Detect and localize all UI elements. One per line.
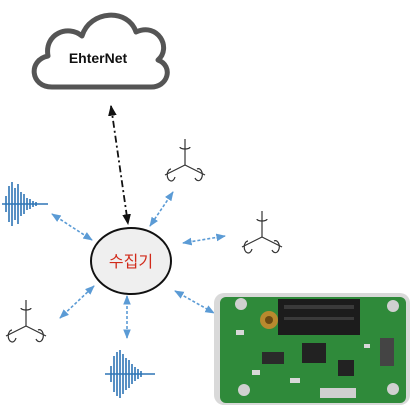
hub-label: 수집기: [109, 252, 153, 271]
uplink-arrow: [108, 104, 131, 226]
link-sensor-right: [182, 233, 226, 246]
link-board: [174, 290, 215, 314]
ethernet-cloud: EhterNet: [31, 12, 170, 90]
triaxial-axis-icon: [5, 300, 47, 343]
cloud-shape: [31, 12, 170, 90]
triaxial-axis-icon: [241, 211, 283, 254]
link-sensor-left: [59, 285, 95, 319]
triaxial-axis-icon: [164, 139, 206, 182]
sensor-links: [51, 191, 226, 339]
link-sensor-top: [149, 191, 174, 227]
vibration-waveform-icon: [2, 182, 48, 226]
cloud-label: EhterNet: [69, 50, 128, 66]
link-signal-left: [51, 213, 93, 241]
collector-hub: 수집기: [90, 227, 172, 295]
hub-ellipse: [90, 227, 172, 295]
sensor-circuit-board-image: [214, 293, 410, 405]
vibration-waveform-icon: [105, 350, 155, 398]
